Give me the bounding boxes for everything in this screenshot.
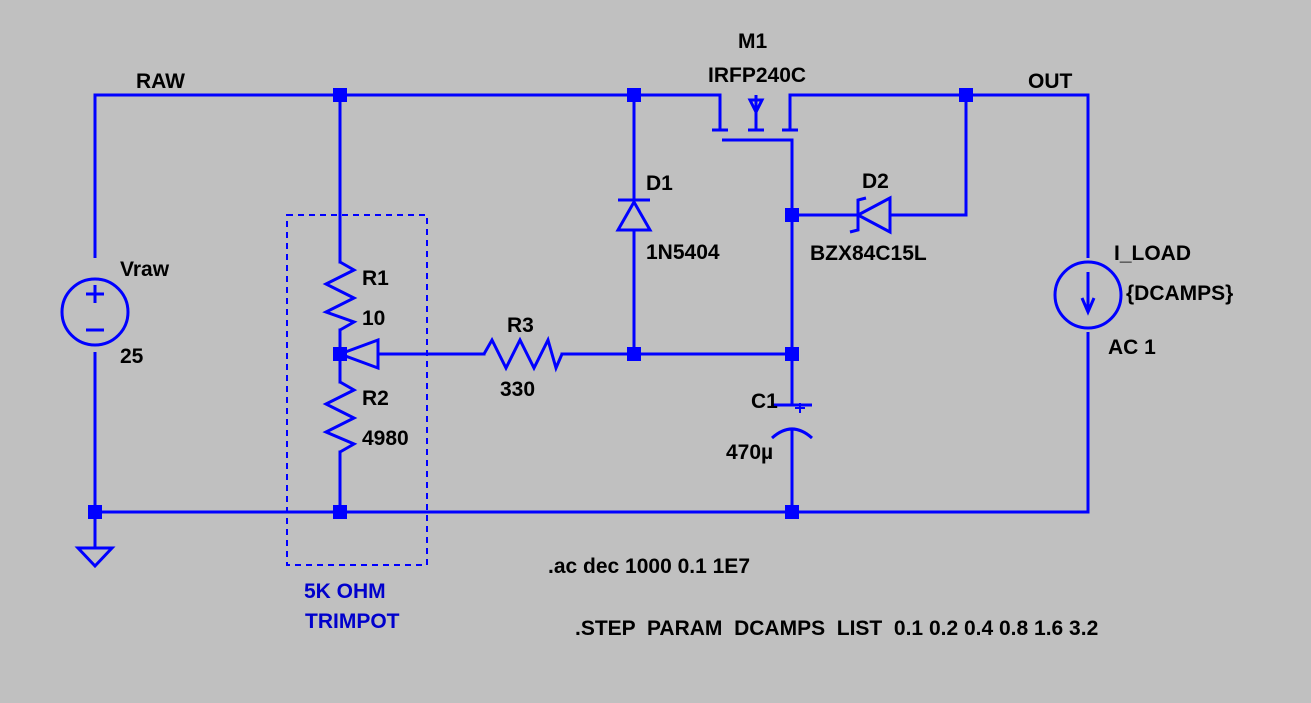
vraw-value: 25 (120, 345, 144, 368)
wires (93, 93, 1090, 550)
d1-diode[interactable] (615, 198, 653, 232)
trimpot-dashed-box (286, 214, 428, 566)
plus-sign-icon (86, 285, 104, 303)
r3-ref: R3 (507, 314, 534, 337)
wire-d2-right (888, 93, 968, 217)
m1-value: IRFP240C (708, 64, 806, 87)
c1-capacitor[interactable] (770, 403, 814, 440)
c1-value: 470µ (726, 441, 773, 464)
junction-nodes (88, 88, 973, 519)
iload-source[interactable] (1051, 258, 1125, 332)
junction-node (627, 88, 641, 102)
vraw-source[interactable] (58, 258, 132, 352)
d1-value: 1N5404 (646, 241, 720, 264)
c1-ref: C1 (751, 390, 778, 413)
step-directive[interactable]: .STEP PARAM DCAMPS LIST 0.1 0.2 0.4 0.8 … (575, 617, 1098, 640)
r2-resistor[interactable] (322, 380, 358, 454)
d2-ref: D2 (862, 170, 889, 193)
iload-value: {DCAMPS} (1126, 282, 1233, 305)
d2-value: BZX84C15L (810, 242, 927, 265)
junction-node (627, 347, 641, 361)
wiper-arrow-icon (335, 337, 380, 371)
r1-value: 10 (362, 307, 385, 330)
m1-ref: M1 (738, 30, 767, 53)
r3-value: 330 (500, 378, 535, 401)
junction-node (333, 505, 347, 519)
junction-node (785, 505, 799, 519)
vraw-ref: Vraw (120, 258, 170, 281)
junction-node (333, 88, 347, 102)
r3-resistor[interactable] (482, 335, 564, 373)
m1-mosfet[interactable] (712, 95, 798, 142)
iload-ac: AC 1 (1108, 336, 1156, 359)
ground-icon (74, 546, 116, 569)
d2-zener-diode[interactable] (849, 195, 892, 235)
junction-node (785, 347, 799, 361)
net-label-out: OUT (1028, 70, 1073, 93)
r2-ref: R2 (362, 387, 389, 410)
junction-node (333, 347, 347, 361)
trimpot-label-line1: 5K OHM (304, 580, 386, 603)
junction-node (88, 505, 102, 519)
r1-resistor[interactable] (322, 260, 358, 332)
capacitor-plus-icon (795, 403, 805, 413)
r1-ref: R1 (362, 267, 389, 290)
trimpot-label-line2: TRIMPOT (305, 610, 400, 633)
junction-node (959, 88, 973, 102)
iload-ref: I_LOAD (1114, 242, 1191, 265)
net-label-raw: RAW (136, 70, 185, 93)
labels: RAW OUT M1 IRFP240C D1 1N5404 D2 BZX84C1… (120, 30, 1233, 640)
r2-value: 4980 (362, 427, 409, 450)
junction-node (785, 208, 799, 222)
ac-directive[interactable]: .ac dec 1000 0.1 1E7 (548, 555, 750, 578)
d1-ref: D1 (646, 172, 673, 195)
